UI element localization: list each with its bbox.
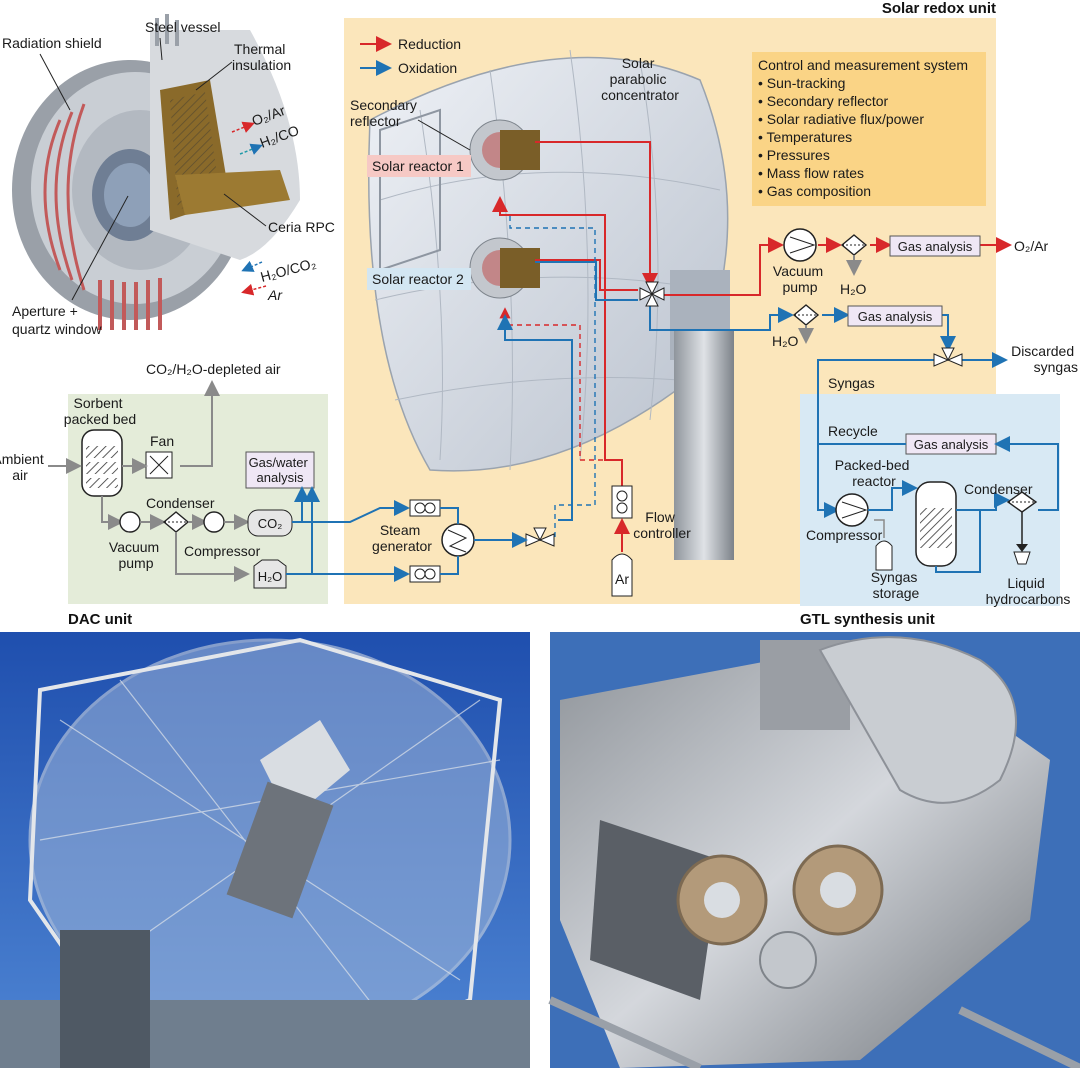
o2-ar-out-label: O₂/Ar — [1014, 238, 1049, 254]
gtl-compressor-icon — [836, 494, 868, 526]
ar-cylinder-label: Ar — [615, 571, 629, 587]
gas-analysis-mid-label: Gas analysis — [858, 309, 933, 324]
control-system-title: Control and measurement system — [758, 57, 968, 73]
solar-reactor-1-label: Solar reactor 1 — [372, 158, 464, 174]
dac-condenser-label: Condenser — [146, 495, 215, 511]
dac-compressor-label: Compressor — [184, 543, 261, 559]
solar-redox-unit-title: Solar redox unit — [882, 0, 996, 17]
control-item: • Mass flow rates — [758, 165, 864, 181]
depleted-air-label: CO₂/H₂O-depleted air — [146, 361, 281, 377]
sorbent-bed-icon — [82, 430, 122, 496]
steel-vessel-label: Steel vessel — [145, 19, 220, 35]
fan-label: Fan — [150, 433, 174, 449]
control-item: • Temperatures — [758, 129, 852, 145]
gtl-compressor-label: Compressor — [806, 527, 883, 543]
fan-icon — [146, 452, 172, 478]
sorbent-bed-label: Sorbent packed bed — [64, 395, 136, 427]
dac-compressor-icon — [204, 512, 224, 532]
syngas-label: Syngas — [828, 375, 875, 391]
ar-reactor-label: Ar — [267, 287, 283, 303]
h2o-top-label: H₂O — [840, 281, 867, 297]
gtl-recycle-label: Recycle — [828, 423, 878, 439]
ceria-rpc-label: Ceria RPC — [268, 219, 335, 235]
control-item: • Gas composition — [758, 183, 871, 199]
oxidation-legend-label: Oxidation — [398, 60, 457, 76]
h2o-tank-label: H₂O — [258, 569, 283, 584]
control-item: • Sun-tracking — [758, 75, 845, 91]
ambient-air-label: Ambient air — [0, 451, 48, 483]
ar-arrow — [244, 286, 266, 292]
gas-analysis-top-label: Gas analysis — [898, 239, 973, 254]
h2o-co2-reactor-label: H₂O/CO₂ — [259, 255, 318, 285]
packed-bed-reactor-icon — [916, 482, 956, 566]
dac-vacuum-pump-icon — [120, 512, 140, 532]
vacuum-pump-redox-icon — [784, 229, 816, 261]
control-item: • Pressures — [758, 147, 830, 163]
discarded-syngas-label: Discarded syngas — [1011, 343, 1078, 375]
dac-unit-title: DAC unit — [68, 611, 132, 628]
control-item: • Solar radiative flux/power — [758, 111, 924, 127]
syngas-storage-icon — [876, 541, 892, 570]
reactor-closeup-photo — [550, 632, 1080, 1068]
h2o-mid-label: H₂O — [772, 333, 799, 349]
gtl-gas-analysis-label: Gas analysis — [914, 437, 989, 452]
control-item: • Secondary reflector — [758, 93, 889, 109]
reduction-legend-label: Reduction — [398, 36, 461, 52]
gas-water-analysis-label: Gas/water analysis — [249, 455, 312, 485]
steam-generator-label: Steam generator — [372, 522, 432, 554]
solar-reactor-2-label: Solar reactor 2 — [372, 271, 464, 287]
gtl-unit-title: GTL synthesis unit — [800, 611, 935, 628]
steam-generator-icon — [442, 524, 474, 556]
syngas-storage-label: Syngas storage — [871, 569, 922, 601]
dac-dish-photo — [0, 632, 530, 1068]
co2-tank-label: CO₂ — [258, 516, 283, 531]
radiation-shield-label: Radiation shield — [2, 35, 102, 51]
thermal-insulation-label: Thermal insulation — [232, 41, 291, 73]
